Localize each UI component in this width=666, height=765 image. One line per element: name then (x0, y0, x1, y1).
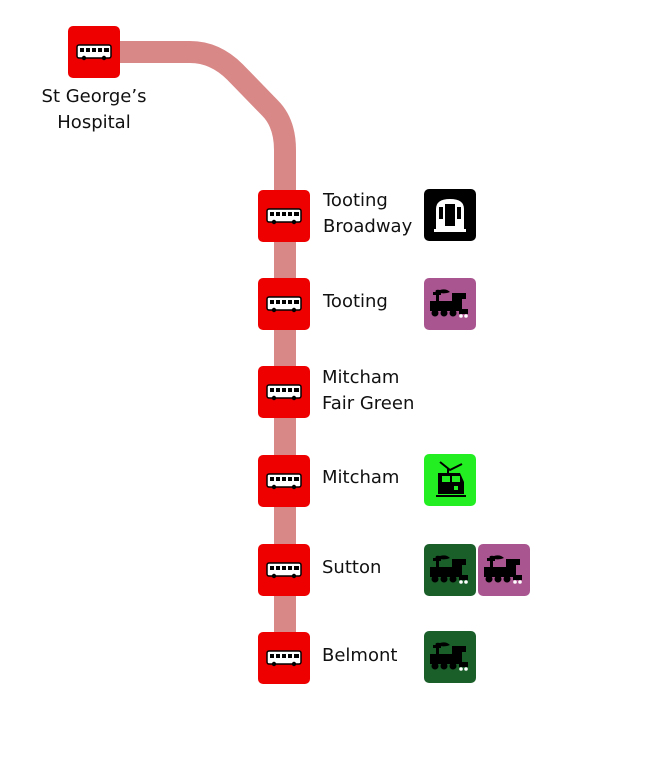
bus-icon (266, 208, 302, 225)
stop-label-belmont: Belmont (322, 643, 397, 669)
stop-label-sutton: Sutton (322, 555, 381, 581)
bus-icon (266, 473, 302, 490)
tram-icon (424, 454, 476, 506)
stop-label-tooting-broadway: Tooting Broadway (323, 188, 412, 240)
stop-label-mitcham-fair-green: Mitcham Fair Green (322, 365, 414, 417)
stop-sutton[interactable] (258, 544, 310, 596)
stop-name-line: St George’s (41, 86, 147, 107)
stop-label-st-georges-hospital: St George’s Hospital (35, 84, 153, 136)
stop-name-line: Tooting (323, 291, 388, 312)
stop-name-line: Tooting (323, 190, 388, 211)
stop-st-georges-hospital[interactable] (68, 26, 120, 78)
stop-name-line: Mitcham (322, 367, 400, 388)
bus-icon (76, 44, 112, 61)
stop-mitcham-fair-green[interactable] (258, 366, 310, 418)
national-rail-icon (478, 544, 530, 596)
underground-icon (424, 189, 476, 241)
bus-icon (266, 650, 302, 667)
stop-belmont[interactable] (258, 632, 310, 684)
stop-label-mitcham: Mitcham (322, 465, 399, 491)
stop-name-line: Hospital (57, 112, 131, 133)
bus-icon (266, 296, 302, 313)
stop-name-line: Mitcham (322, 467, 400, 488)
stop-tooting[interactable] (258, 278, 310, 330)
national-rail-icon (424, 278, 476, 330)
stop-tooting-broadway[interactable] (258, 190, 310, 242)
stop-mitcham[interactable] (258, 455, 310, 507)
stop-name-line: Fair Green (322, 393, 415, 414)
stop-name-line: Sutton (322, 557, 382, 578)
national-rail-icon (424, 544, 476, 596)
bus-icon (266, 384, 302, 401)
stop-name-line: Belmont (322, 645, 398, 666)
stop-label-tooting: Tooting (323, 289, 388, 315)
stop-name-line: Broadway (323, 216, 413, 237)
national-rail-icon (424, 631, 476, 683)
bus-icon (266, 562, 302, 579)
